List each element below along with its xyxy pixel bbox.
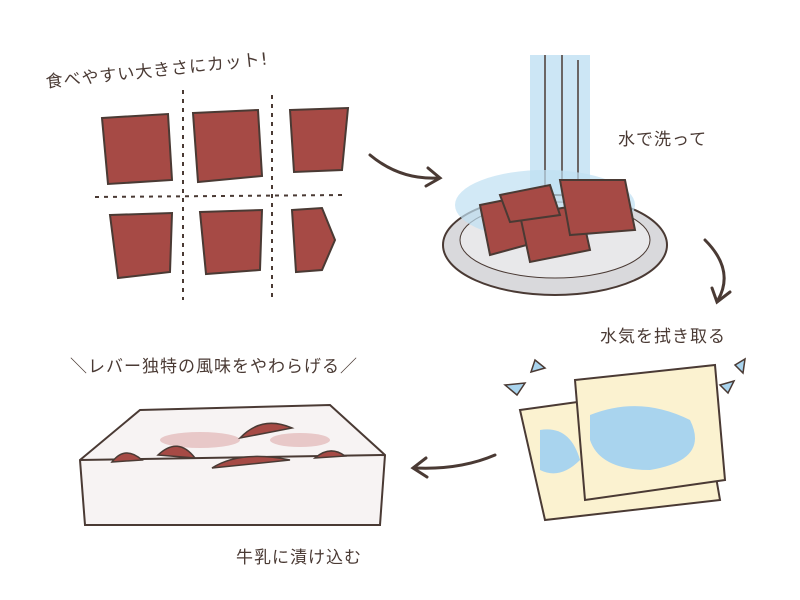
milk-tray <box>78 403 387 526</box>
liver-pieces-cut <box>100 106 350 280</box>
arrows <box>368 153 732 479</box>
cut-grid <box>94 90 346 300</box>
step-dry-label: 水気を拭き取る <box>600 327 726 347</box>
step-wash-label: 水で洗って <box>618 130 708 150</box>
step-soak-label: 牛乳に漬け込む <box>236 548 362 568</box>
paper-towel <box>503 357 746 522</box>
colander <box>442 170 668 296</box>
note-label: ＼レバー独特の風味をやわらげる／ <box>70 357 358 377</box>
